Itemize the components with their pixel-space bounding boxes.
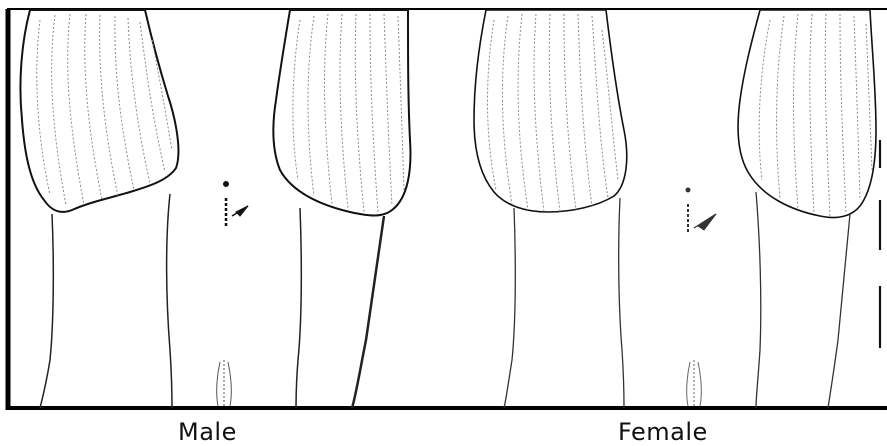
female-label: Female (618, 418, 708, 446)
female-right-lobe (738, 10, 876, 218)
male-panel (20, 10, 410, 408)
male-center-marker (224, 182, 249, 229)
male-bottom-structure (217, 360, 232, 406)
female-left-lobe (474, 10, 627, 212)
female-center-marker (686, 188, 716, 232)
female-bottom-structure (687, 360, 702, 406)
female-panel (474, 10, 880, 408)
male-limbs (40, 194, 384, 408)
male-left-lobe (20, 10, 178, 212)
male-label: Male (178, 418, 237, 446)
male-right-lobe (273, 10, 410, 216)
female-limbs (504, 192, 850, 408)
